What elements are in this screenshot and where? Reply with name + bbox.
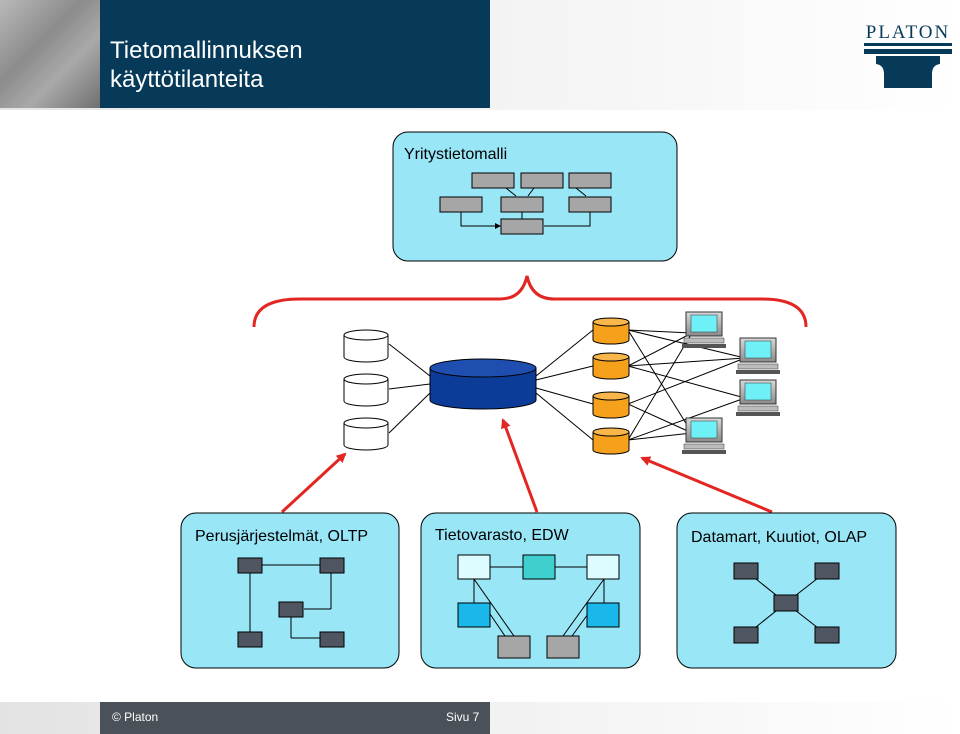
olap-label: Datamart, Kuutiot, OLAP — [691, 529, 867, 546]
entity-box — [773, 594, 799, 612]
arrow-olap — [640, 456, 773, 514]
footer-copyright: © Platon — [112, 710, 159, 724]
entity-box — [497, 635, 531, 659]
entity-box — [522, 554, 556, 580]
platon-logo: PLATON — [864, 22, 952, 88]
database-icon — [343, 373, 389, 407]
entity-box — [733, 626, 759, 644]
oltp-label: Perusjärjestelmät, OLTP — [195, 528, 368, 545]
red-brace — [252, 275, 808, 328]
computer-icon — [736, 337, 780, 374]
entity-box — [733, 562, 759, 580]
computer-icon — [682, 311, 726, 348]
database-icon — [343, 329, 389, 363]
title-banner — [100, 0, 490, 108]
enterprise-model-panel: Yritystietomalli — [392, 131, 678, 262]
edw-label: Tietovarasto, EDW — [435, 527, 570, 544]
entity-box — [500, 218, 544, 235]
entity-box — [237, 557, 263, 574]
logo-text: PLATON — [866, 22, 951, 43]
diagram-canvas: Yritystietomalli — [180, 131, 897, 669]
entity-box — [586, 602, 620, 628]
datamart-icon — [592, 427, 630, 455]
datamart-icon — [592, 317, 630, 345]
arrow-oltp — [280, 452, 347, 514]
red-arrows — [280, 418, 773, 514]
entity-box — [237, 631, 263, 648]
computers — [682, 311, 780, 454]
page-title-line2: käyttötilanteita — [110, 66, 264, 93]
entity-box — [319, 631, 345, 648]
entity-box — [471, 172, 515, 189]
edw-panel: Tietovarasto, EDW — [420, 512, 641, 669]
entity-box — [457, 602, 491, 628]
entity-box — [546, 635, 580, 659]
entity-box — [586, 554, 620, 580]
statue-image — [0, 0, 100, 108]
entity-box — [814, 562, 840, 580]
entity-box — [814, 626, 840, 644]
database-icon — [343, 417, 389, 451]
entity-box — [278, 601, 304, 618]
enterprise-model-label: Yritystietomalli — [404, 146, 507, 163]
page-title-line1: Tietomallinnuksen — [110, 37, 303, 64]
computer-icon — [682, 417, 726, 454]
entity-box — [457, 554, 491, 580]
entity-box — [568, 172, 612, 189]
entity-box — [319, 557, 345, 574]
oltp-panel: Perusjärjestelmät, OLTP — [180, 512, 400, 669]
entity-box — [520, 172, 564, 189]
source-databases — [343, 329, 389, 451]
arrow-edw — [501, 418, 539, 513]
page-title: Tietomallinnuksen käyttötilanteita — [110, 36, 480, 94]
datamart-icon — [592, 352, 630, 380]
olap-panel: Datamart, Kuutiot, OLAP — [676, 512, 897, 669]
footer-page-number: Sivu 7 — [446, 710, 480, 724]
warehouse-database-icon — [429, 358, 537, 410]
entity-box — [568, 196, 612, 213]
footer-bar — [100, 702, 490, 734]
datamart-databases — [592, 317, 630, 455]
entity-box — [439, 196, 483, 213]
datamart-icon — [592, 391, 630, 419]
entity-box — [500, 196, 544, 213]
connection-lines — [388, 329, 746, 441]
computer-icon — [736, 379, 780, 416]
